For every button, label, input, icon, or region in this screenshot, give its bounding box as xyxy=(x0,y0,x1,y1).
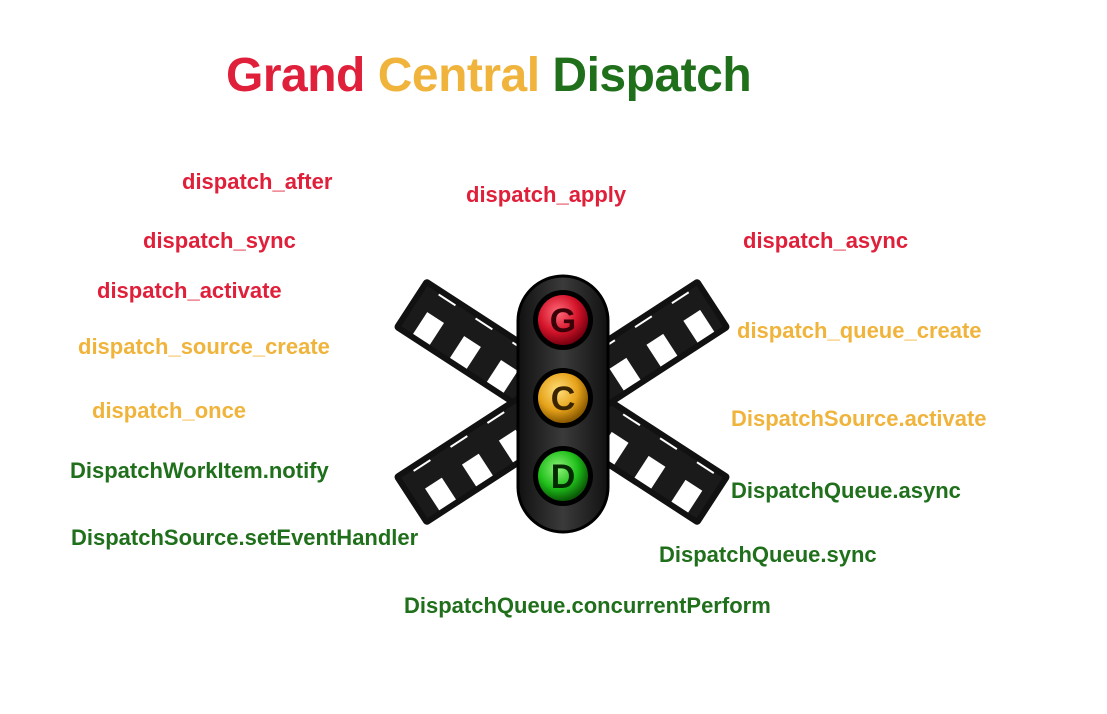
label-dispatchsource-activate: DispatchSource.activate xyxy=(731,406,987,431)
label-dispatch-activate: dispatch_activate xyxy=(97,278,282,303)
title-word-central: Central xyxy=(377,49,540,102)
gcd-traffic-light-logo: G C D xyxy=(394,274,730,534)
lamp-letter-c: C xyxy=(551,380,576,418)
label-dispatchqueue-async: DispatchQueue.async xyxy=(731,478,961,503)
label-dispatch-apply: dispatch_apply xyxy=(466,182,627,207)
page-title: Grand Central Dispatch xyxy=(226,49,752,102)
title-word-grand: Grand xyxy=(226,49,365,102)
label-dispatchsource-seteventhandler: DispatchSource.setEventHandler xyxy=(71,525,419,550)
lamp-letter-d: D xyxy=(551,458,576,496)
label-dispatch-sync: dispatch_sync xyxy=(143,228,296,253)
label-dispatch-async: dispatch_async xyxy=(743,228,909,253)
label-dispatchqueue-concurrentperform: DispatchQueue.concurrentPerform xyxy=(404,593,771,618)
label-dispatch-source-create: dispatch_source_create xyxy=(78,334,330,359)
label-dispatch-queue-create: dispatch_queue_create xyxy=(737,318,982,343)
label-dispatchqueue-sync: DispatchQueue.sync xyxy=(659,542,877,567)
label-dispatch-once: dispatch_once xyxy=(92,398,247,423)
label-dispatch-after: dispatch_after xyxy=(182,169,333,194)
lamp-letter-g: G xyxy=(550,302,576,340)
title-word-dispatch: Dispatch xyxy=(552,49,752,102)
label-dispatchworkitem-notify: DispatchWorkItem.notify xyxy=(70,458,329,483)
